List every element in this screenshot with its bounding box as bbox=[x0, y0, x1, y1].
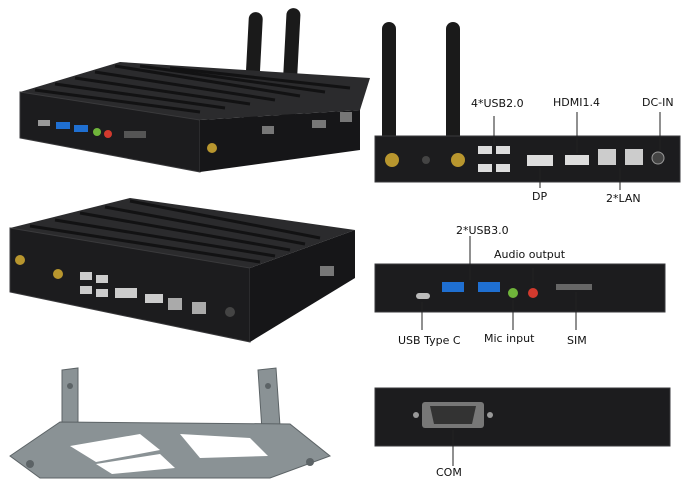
mounting-bracket bbox=[0, 360, 340, 484]
front-panel-illustration bbox=[374, 236, 666, 330]
com-side-panel: COM bbox=[370, 380, 687, 484]
label-com: COM bbox=[436, 466, 462, 479]
photo-front-angle bbox=[0, 0, 380, 180]
label-usb20: 4*USB2.0 bbox=[471, 97, 524, 110]
mini-pc-front-angle-illustration bbox=[19, 8, 370, 173]
photo-rear-angle bbox=[0, 180, 360, 350]
label-dp: DP bbox=[532, 190, 548, 203]
label-audio-output: Audio output bbox=[494, 248, 566, 261]
label-lan: 2*LAN bbox=[606, 192, 641, 205]
com-side-illustration bbox=[374, 387, 671, 466]
label-sim: SIM bbox=[567, 334, 587, 347]
label-usb-type-c: USB Type C bbox=[398, 334, 461, 347]
front-panel: 2*USB3.0 Audio output USB Type C Mic inp… bbox=[370, 218, 687, 358]
label-hdmi: HDMI1.4 bbox=[553, 96, 600, 109]
rear-panel-illustration bbox=[374, 22, 681, 190]
label-usb30: 2*USB3.0 bbox=[456, 224, 509, 237]
rear-panel: 4*USB2.0 HDMI1.4 DC-IN DP 2*LAN bbox=[370, 0, 687, 205]
mini-pc-rear-angle-illustration bbox=[9, 198, 355, 343]
vesa-bracket-illustration bbox=[9, 367, 332, 479]
label-mic-input: Mic input bbox=[484, 332, 535, 345]
label-dc-in: DC-IN bbox=[642, 96, 674, 109]
